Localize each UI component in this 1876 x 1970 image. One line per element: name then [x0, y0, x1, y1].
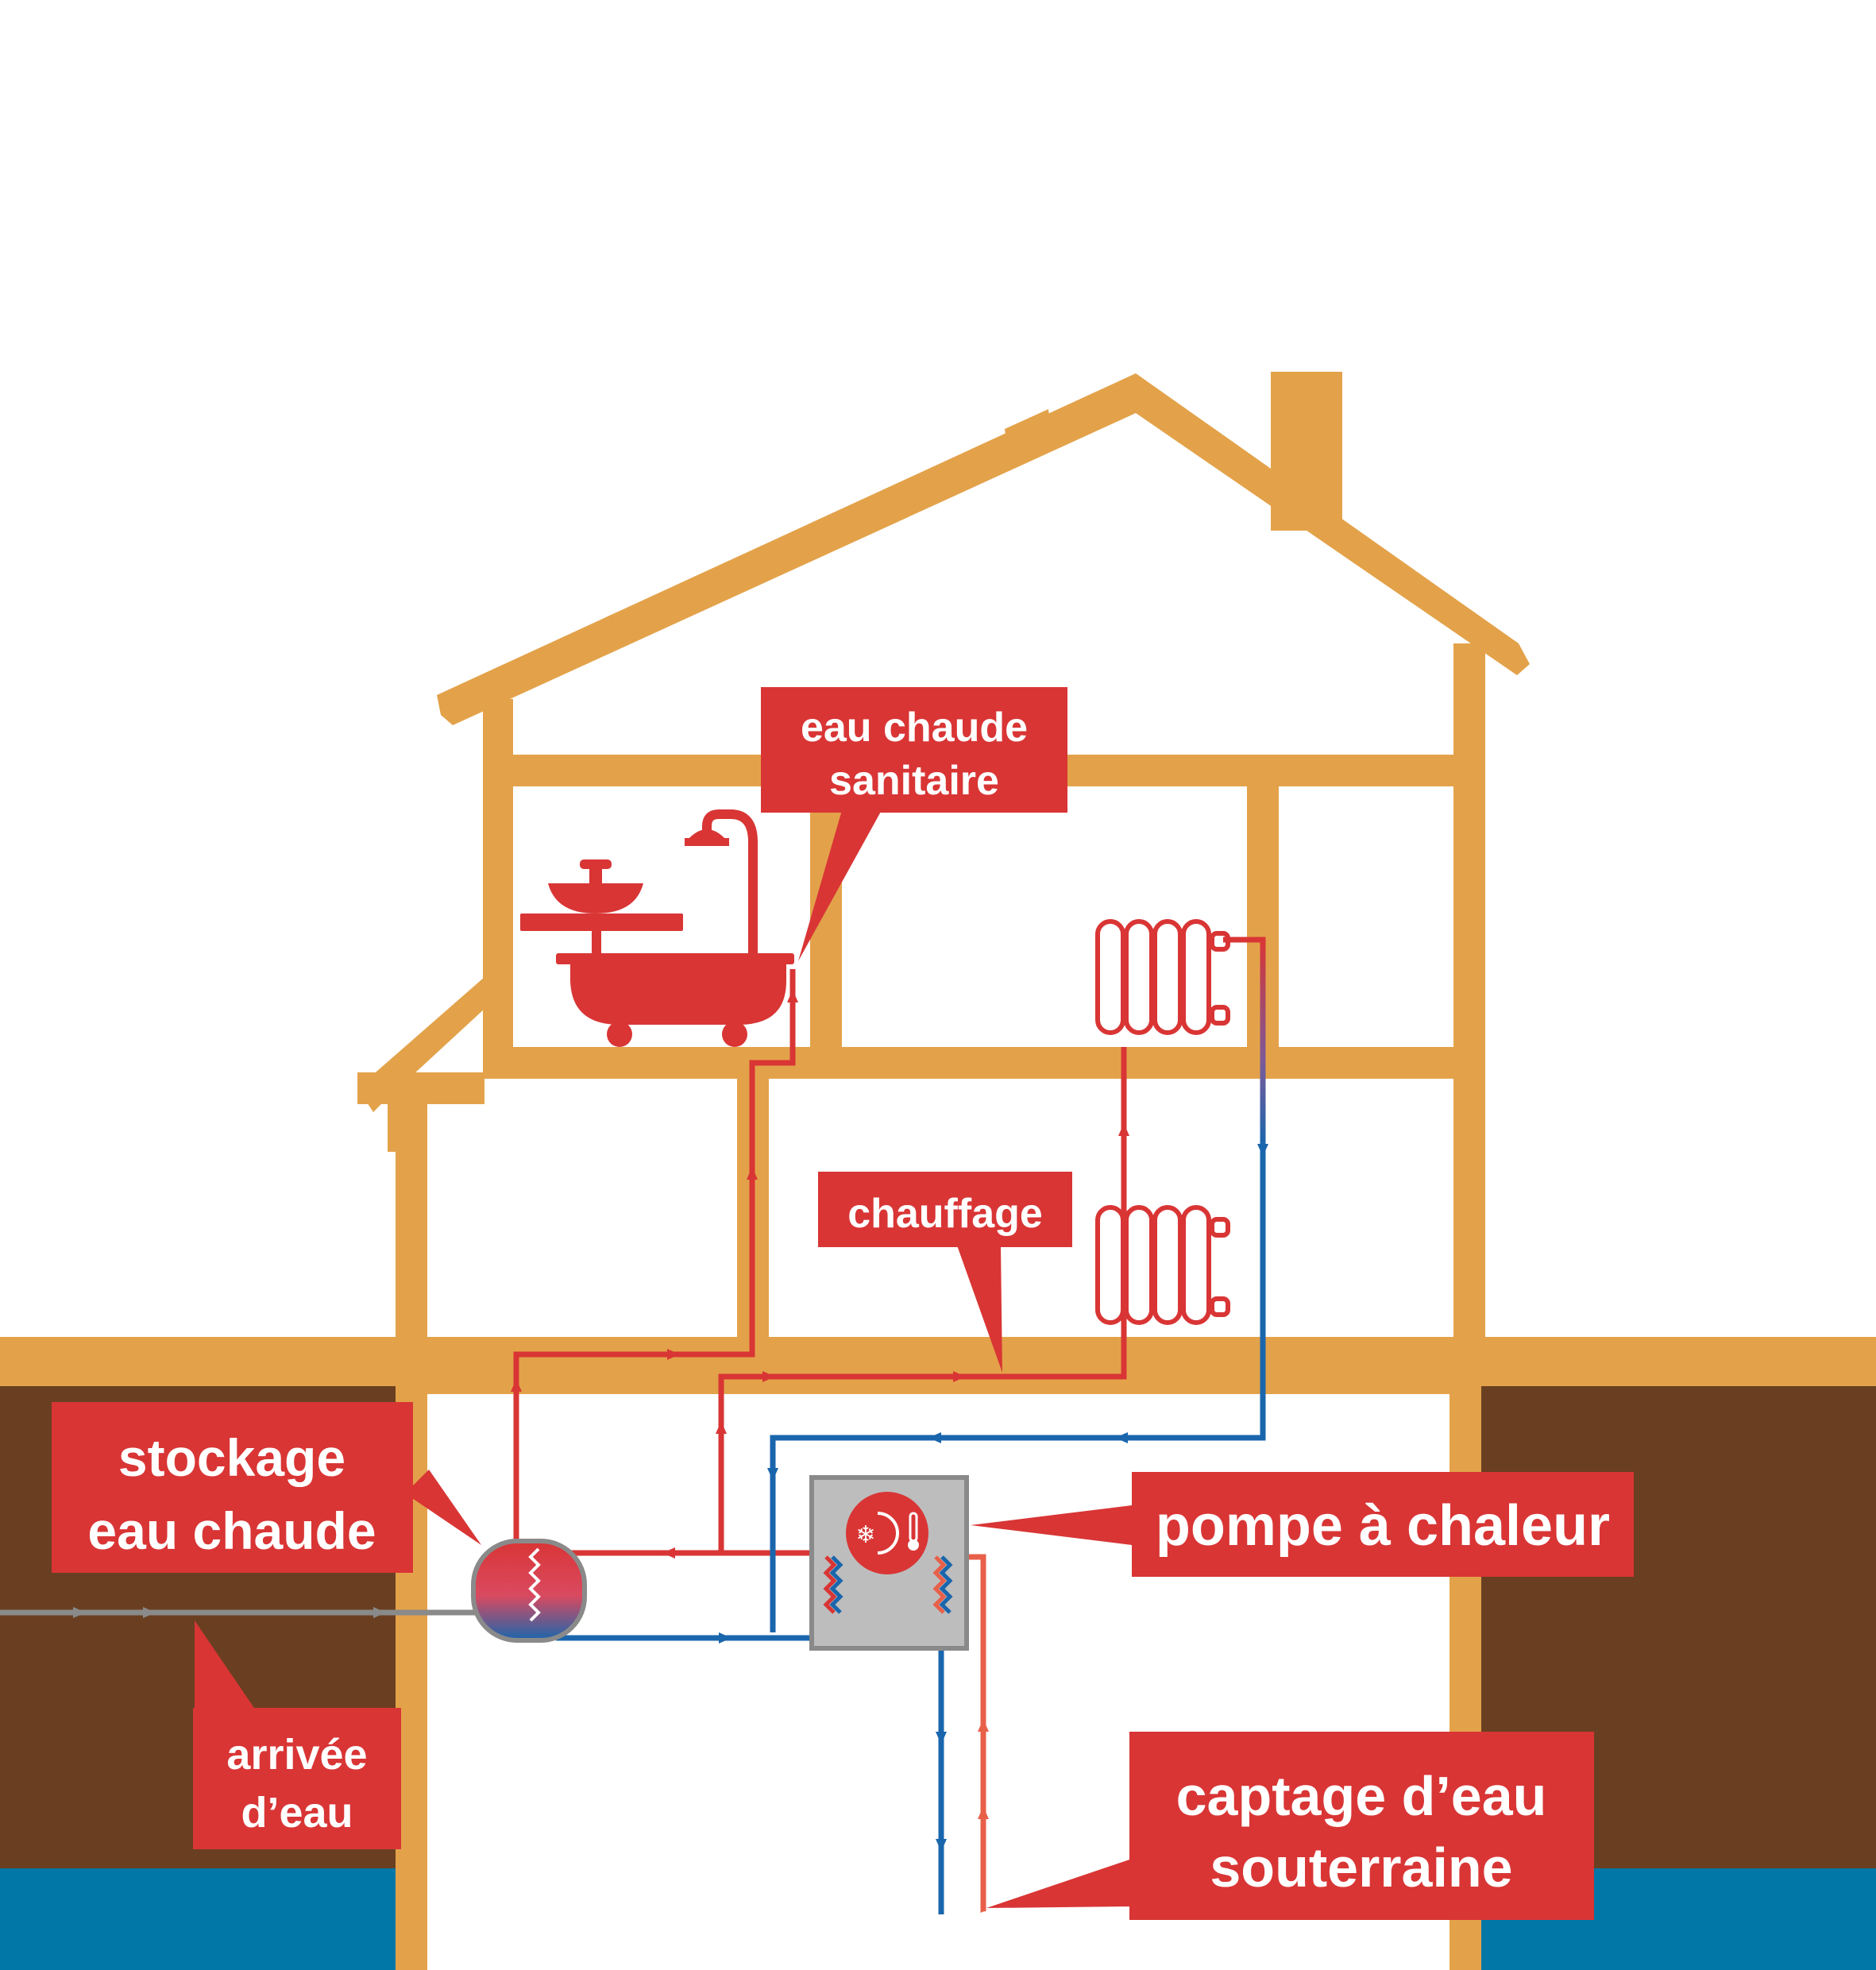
sink-icon — [520, 859, 683, 955]
label-eau-chaude-sanitaire: eau chaude sanitaire — [761, 687, 1067, 961]
right-wall — [1453, 643, 1485, 1342]
roof-notch — [1005, 409, 1052, 465]
label-line-2: eau chaude — [87, 1501, 376, 1560]
shower-icon — [685, 809, 758, 969]
upper-floor — [483, 1047, 1485, 1079]
hot-pipe-heating — [718, 1047, 1127, 1553]
label-chauffage: chauffage — [818, 1172, 1072, 1373]
label-pompe-a-chaleur: pompe à chaleur — [971, 1472, 1634, 1577]
heat-pump-icon — [846, 1492, 928, 1574]
chimney — [1271, 372, 1342, 531]
svg-text:❄: ❄ — [855, 1521, 875, 1549]
label-line-2: souterraine — [1210, 1837, 1512, 1899]
label-line-1: stockage — [118, 1428, 345, 1487]
bathroom — [520, 809, 794, 1047]
label-line-1: arrivée — [226, 1731, 367, 1779]
label-stockage: stockage eau chaude — [52, 1402, 481, 1573]
cold-return-heating — [770, 940, 1266, 1632]
water-waves-icon — [913, 1911, 1028, 1946]
label-line-2: d’eau — [241, 1789, 353, 1837]
label-line-1: pompe à chaleur — [1156, 1494, 1610, 1558]
label-arrivee-eau: arrivée d’eau — [193, 1620, 401, 1849]
label-captage: captage d’eau souterraine — [986, 1732, 1594, 1920]
label-line-1: captage d’eau — [1176, 1765, 1547, 1827]
heat-pump: ❄ — [809, 1475, 969, 1651]
left-wall-bump — [388, 1104, 403, 1152]
hot-water-tank — [471, 1539, 587, 1643]
roof — [437, 373, 1530, 725]
label-line-2: sanitaire — [829, 758, 999, 804]
label-line-1: eau chaude — [801, 705, 1028, 751]
radiator-icon — [1095, 1205, 1230, 1325]
bathtub-icon — [556, 953, 794, 1047]
pipes — [0, 940, 1266, 1914]
left-wall-upper — [483, 699, 513, 1049]
radiator-icon — [1095, 919, 1230, 1035]
flow-arrows — [73, 990, 1268, 1852]
label-line-1: chauffage — [847, 1191, 1043, 1237]
